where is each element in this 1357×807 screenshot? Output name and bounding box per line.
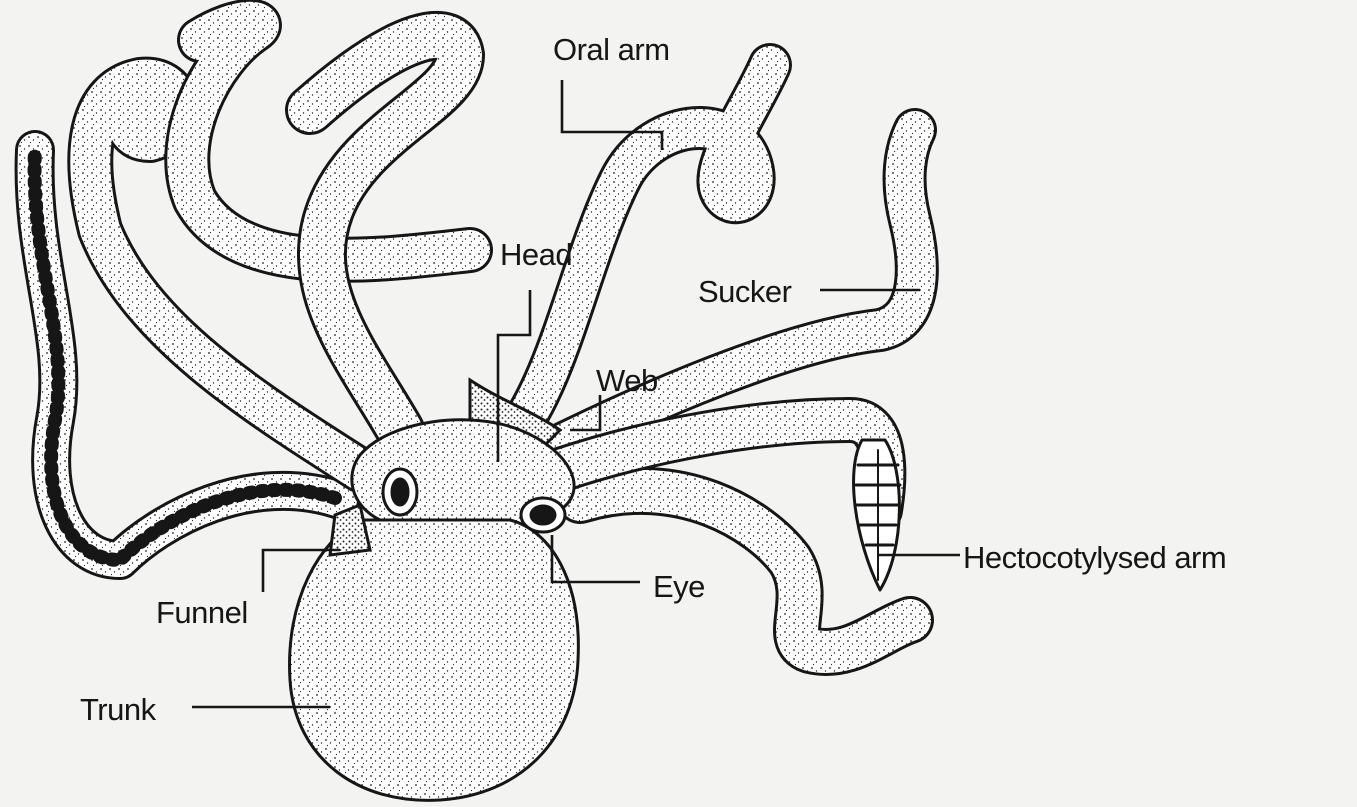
- trunk: [290, 520, 579, 800]
- label-web: Web: [596, 365, 658, 396]
- label-sucker: Sucker: [698, 276, 791, 307]
- label-head: Head: [500, 239, 572, 270]
- label-funnel: Funnel: [156, 597, 248, 628]
- label-hectocotylysed-arm: Hectocotylysed arm: [963, 542, 1226, 573]
- label-eye: Eye: [653, 571, 705, 602]
- label-oral-arm: Oral arm: [553, 34, 670, 65]
- label-trunk: Trunk: [80, 694, 156, 725]
